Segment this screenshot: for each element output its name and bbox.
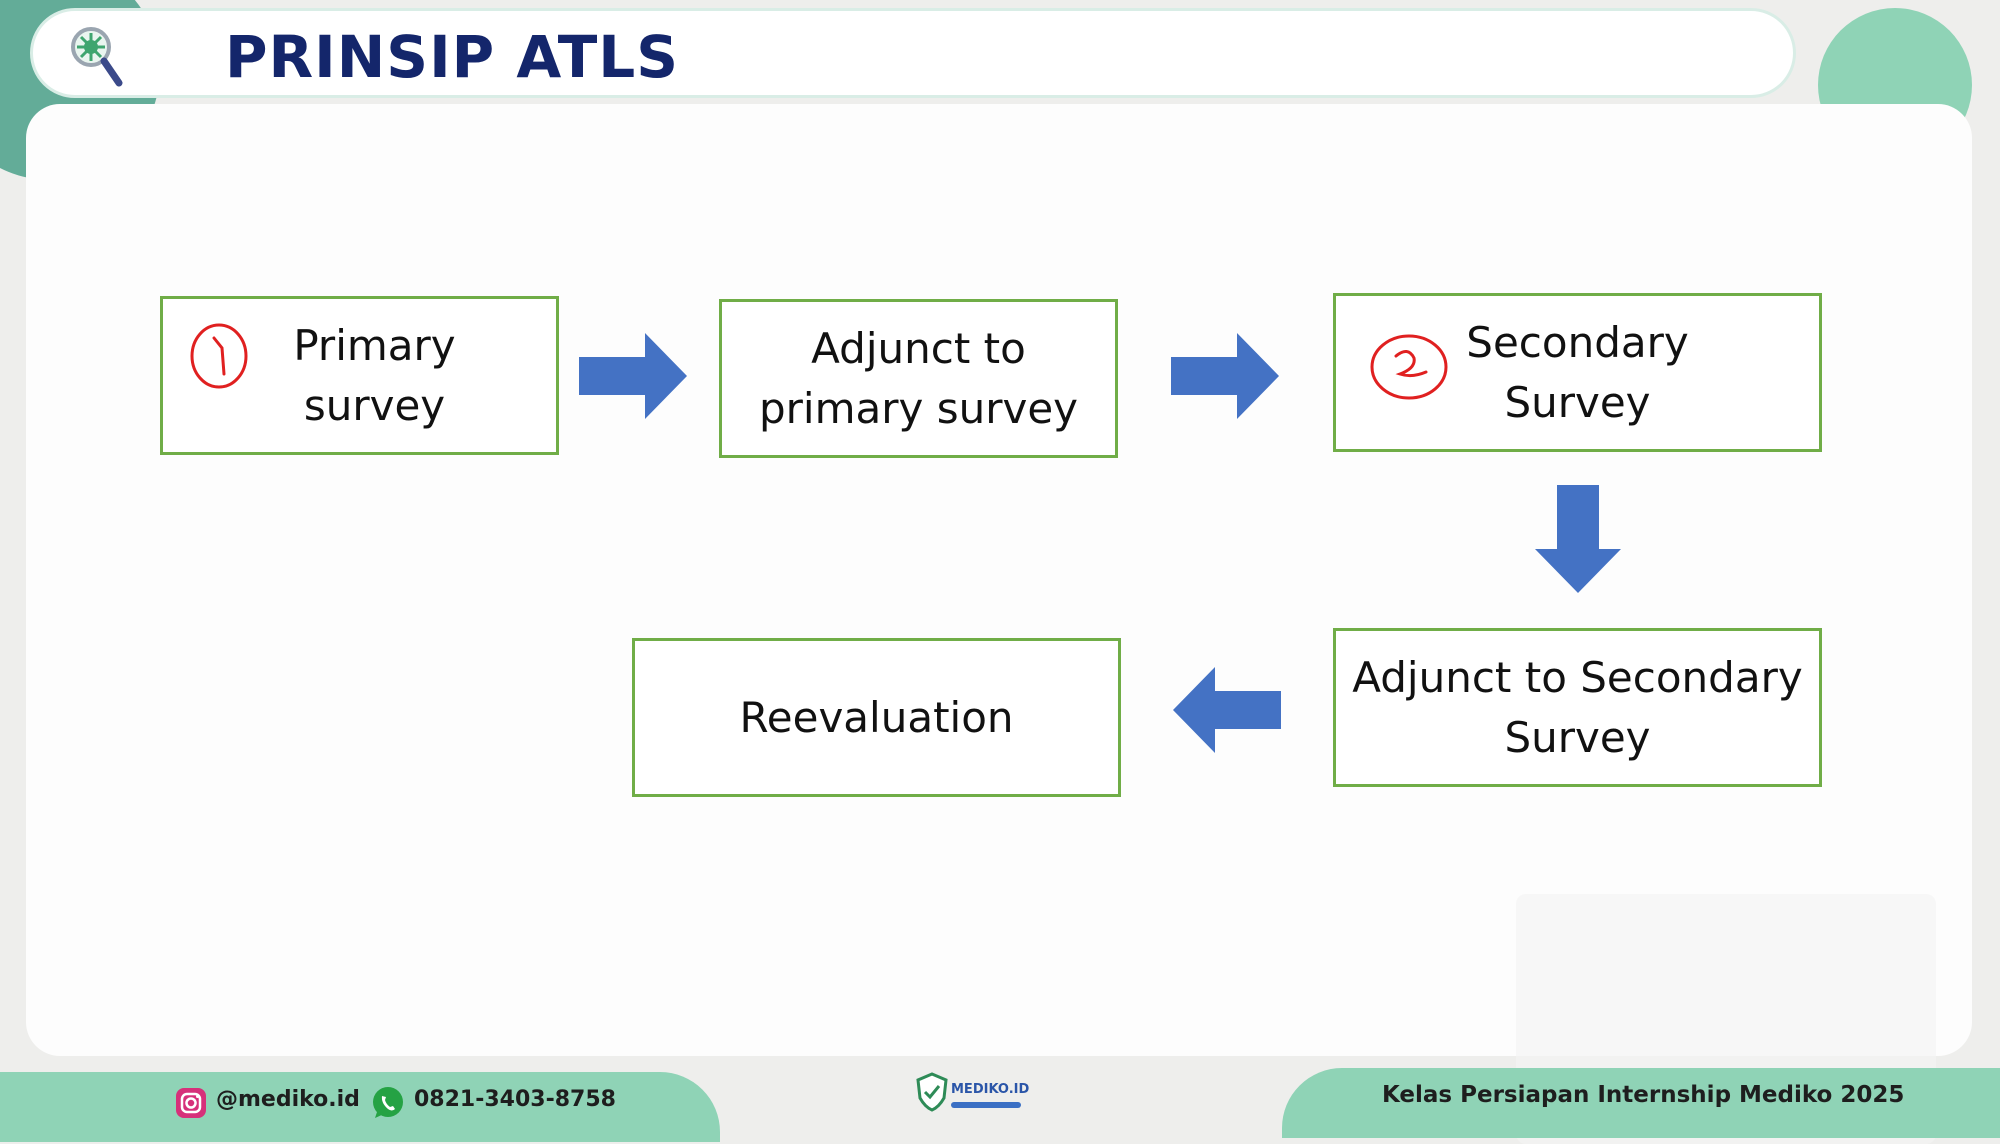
instagram-handle: @mediko.id bbox=[216, 1087, 360, 1112]
handwritten-mark-1 bbox=[190, 323, 248, 389]
whatsapp-number: 0821-3403-8758 bbox=[414, 1087, 616, 1112]
handwritten-mark-2 bbox=[1370, 334, 1448, 400]
mediko-logo: MEDIKO.ID bbox=[915, 1070, 1031, 1118]
secondary-survey-line2: Survey bbox=[1504, 377, 1651, 427]
mediko-logo-text: MEDIKO.ID bbox=[951, 1082, 1030, 1097]
reevaluation-line1: Reevaluation bbox=[739, 692, 1014, 742]
adjunct-secondary-line1: Adjunct to Secondary bbox=[1352, 652, 1803, 702]
instagram-icon bbox=[176, 1088, 206, 1118]
adjunct-secondary-box: Adjunct to Secondary Survey bbox=[1333, 628, 1822, 787]
adjunct-primary-line2: primary survey bbox=[758, 383, 1079, 433]
primary-survey-box: Primary survey bbox=[160, 296, 559, 455]
arrow-down bbox=[1535, 485, 1621, 593]
slide-panel bbox=[26, 104, 1972, 1144]
mediko-shield-icon bbox=[916, 1072, 948, 1112]
primary-survey-line1: Primary bbox=[293, 320, 456, 370]
magnifier-virus-icon bbox=[71, 27, 123, 87]
header-bar: PRINSIP ATLS bbox=[30, 8, 1796, 98]
secondary-survey-line1: Secondary bbox=[1466, 317, 1689, 367]
arrow-left bbox=[1173, 667, 1281, 753]
adjunct-primary-line1: Adjunct to bbox=[811, 323, 1026, 373]
arrow-right-1 bbox=[579, 333, 687, 419]
adjunct-secondary-line2: Survey bbox=[1504, 712, 1651, 762]
mediko-logo-underline bbox=[951, 1102, 1021, 1108]
page-title: PRINSIP ATLS bbox=[225, 23, 680, 91]
reevaluation-box: Reevaluation bbox=[632, 638, 1121, 797]
adjunct-primary-box: Adjunct to primary survey bbox=[719, 299, 1118, 458]
primary-survey-line2: survey bbox=[303, 380, 446, 430]
secondary-survey-box: Secondary Survey bbox=[1333, 293, 1822, 452]
course-name: Kelas Persiapan Internship Mediko 2025 bbox=[1382, 1082, 1905, 1108]
arrow-right-2 bbox=[1171, 333, 1279, 419]
whatsapp-icon bbox=[373, 1087, 403, 1118]
